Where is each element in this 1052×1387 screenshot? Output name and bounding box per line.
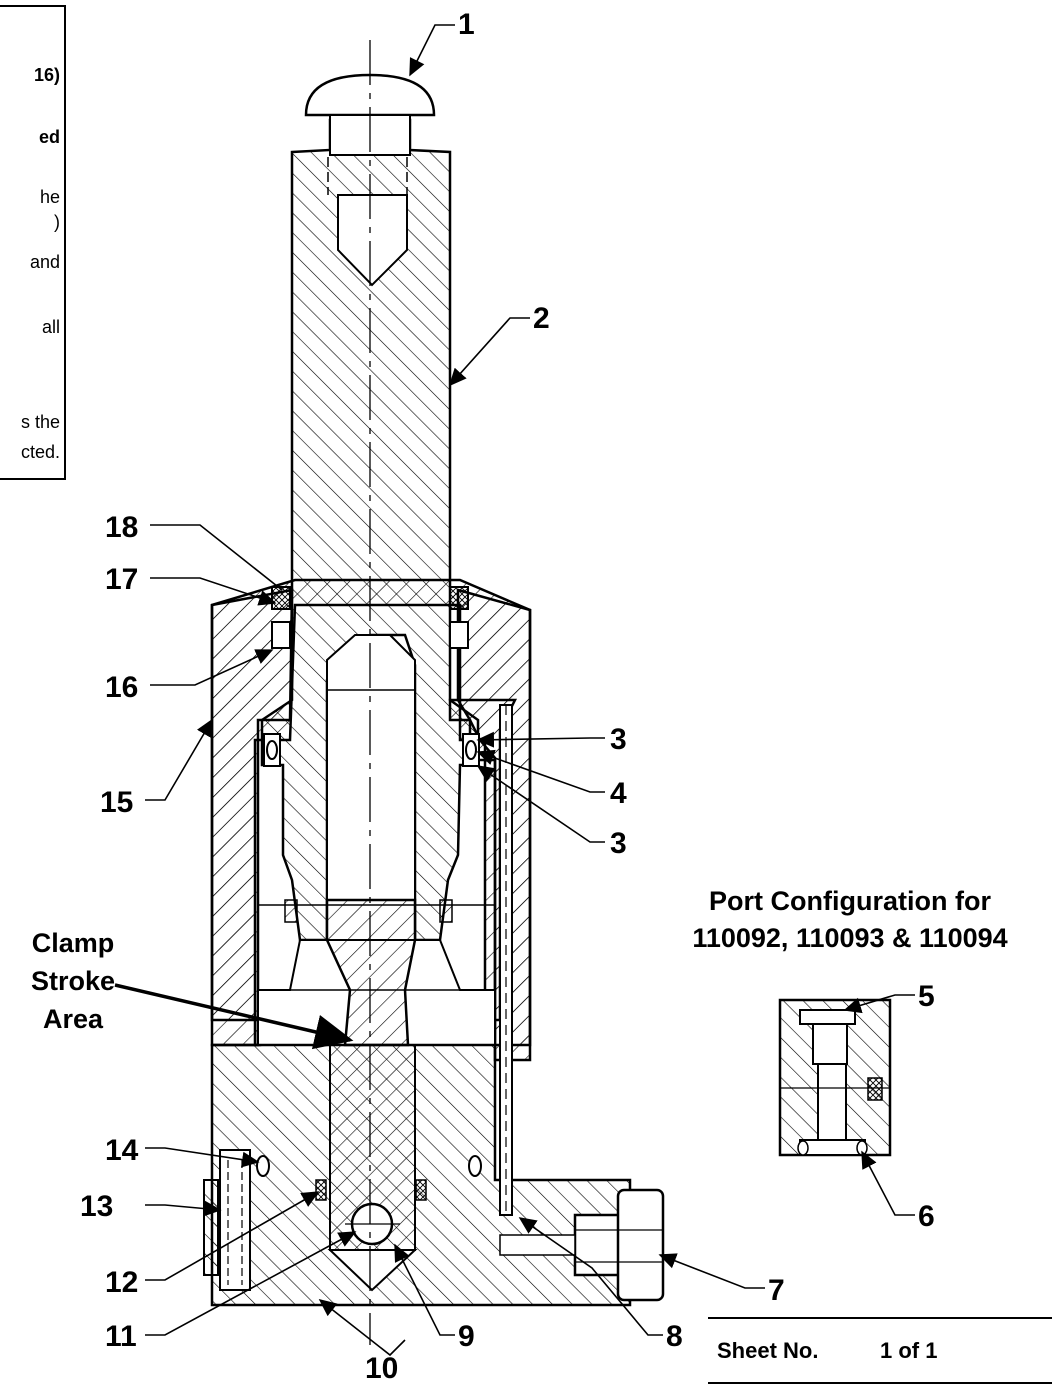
port-config-title-line2: 110092, 110093 & 110094 [692,923,1007,953]
clamp-label-line1: Clamp [32,928,115,958]
note-fragment: 16) [33,65,60,85]
port-configuration-detail [778,998,892,1157]
oring-14 [256,1155,270,1177]
callout-17: 17 [105,563,138,596]
callout-8: 8 [666,1320,683,1353]
callout-6: 6 [918,1200,935,1233]
callout-4: 4 [610,777,627,810]
clamp-label-line3: Area [43,1004,104,1034]
port-config-title-line1: Port Configuration for [709,886,991,916]
callout-12: 12 [105,1266,138,1299]
callout-18: 18 [105,511,138,544]
seal-18-left [271,586,291,610]
note-fragment: cted. [20,442,60,462]
callout-10: 10 [365,1352,398,1385]
callout-2: 2 [533,302,550,335]
seal-18-right [449,586,469,610]
callout-11: 11 [105,1320,137,1353]
note-fragment: ) [54,212,60,232]
note-fragment: all [41,317,60,337]
base [210,1043,632,1307]
note-fragment: ed [38,127,60,147]
callout-3-upper: 3 [610,723,627,756]
seal-16-right [449,621,469,649]
notes-box: 16) ed he ) and all s the cted. [0,5,66,480]
callout-9: 9 [458,1320,475,1353]
callout-14: 14 [105,1134,139,1167]
sheet-number-label: Sheet No. [717,1338,818,1363]
callout-13: 13 [80,1190,113,1223]
seal-16-left [271,621,291,649]
note-fragment: and [29,252,60,272]
note-fragment: he [39,187,60,207]
note-fragment: s the [20,412,60,432]
cylinder-right-wall [456,588,532,1047]
callout-16: 16 [105,671,138,704]
oring-12 [315,1179,327,1201]
callout-5: 5 [918,980,935,1013]
callout-15: 15 [100,786,133,819]
clamp-label-line2: Stroke [31,966,115,996]
callout-3-lower: 3 [610,827,627,860]
sheet-number-value: 1 of 1 [880,1338,937,1363]
callout-7: 7 [768,1274,785,1307]
callout-1: 1 [458,8,475,41]
